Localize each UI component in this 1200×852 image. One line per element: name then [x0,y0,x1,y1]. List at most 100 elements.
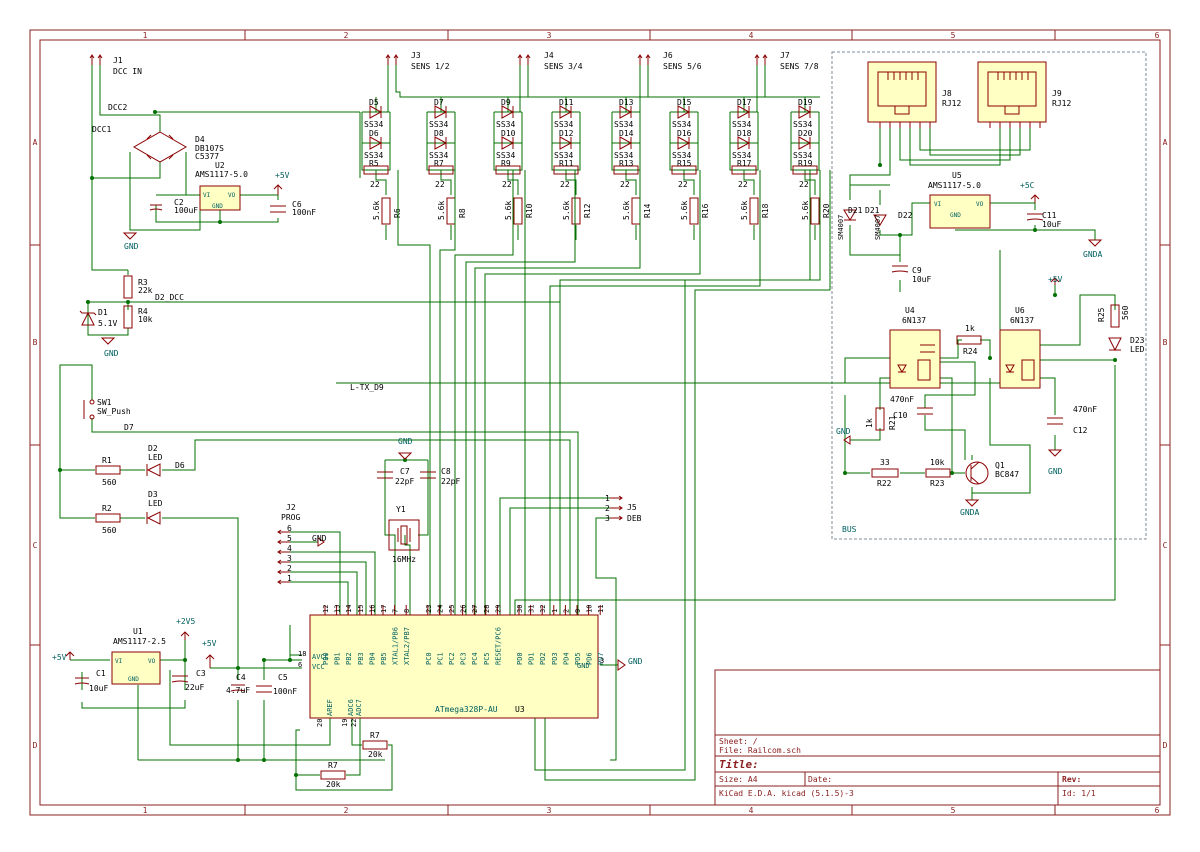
capacitor-c11: C11 10uF [1026,211,1061,229]
r7b-ref: R7 [370,731,380,740]
u1-value: AMS1117-2.5 [113,637,166,646]
mcu-top-pins: 12PB013PB114PB215PB316PB417PB57XTAL1/PB6… [322,605,605,665]
d2-ref: D2 [148,444,158,453]
resistor-value: 5.6k [740,201,749,220]
mcu-pin-adc7: ADC7 [355,699,363,716]
capacitor-c9: C9 10uF [891,265,931,284]
d21-ref: D21 [848,206,863,215]
col-label: 6 [1155,806,1160,815]
resistor-ref: R5 [369,159,379,168]
schottky-diode [677,105,691,119]
q1-ref: Q1 [995,461,1005,470]
r4-value: 10k [138,315,153,324]
junctions [58,110,1117,777]
c3-ref: C3 [196,669,206,678]
mcu-pin-num: 18 [298,650,306,658]
col-label: 4 [749,31,754,40]
j5-pin: 2 [605,504,610,513]
resistor-value: 5.6k [504,201,513,220]
title-title: Title: [719,758,759,771]
diode-value: SS34 [793,151,812,160]
title-block: Sheet: / File: Railcom.sch Title: Size: … [714,669,1161,806]
mcu-pin-name: PD2 [539,652,547,665]
mcu-pin-name: PB2 [345,652,353,665]
c8-value: 22pF [441,477,460,486]
u5-ref: U5 [952,171,962,180]
d1-value: 5.1V [98,319,117,328]
capacitor-c7: C7 22pF [377,467,414,486]
u5-pin-vo: VO [976,201,984,208]
r21-value: 1k [865,418,874,428]
led-d2: D2 LED [146,444,163,477]
mcu-pin-adc6: ADC6 [347,699,355,716]
r4-ref: R4 [138,307,148,316]
title-size: Size: A4 [719,775,758,784]
c5-ref: C5 [278,673,288,682]
resistor-ref: R12 [583,203,592,218]
mcu-pin-name: PD6 [586,652,594,665]
u2-ref: U2 [215,161,225,170]
q1-value: BC847 [995,470,1019,479]
mcu-pin-aref: AREF [326,699,334,716]
col-label: 1 [143,806,148,815]
d4-ref: D4 [195,135,205,144]
diode-value: SS34 [793,120,812,129]
rj12-j9: J9 RJ12 [977,61,1071,128]
gnd-label: GND [312,534,327,543]
diode-ref: D8 [434,129,444,138]
resistor-value: 22 [799,180,809,189]
c10-value: 470nF [890,395,914,404]
gnda-label: GNDA [1083,250,1102,259]
rj12-j8: J8 RJ12 [867,61,961,128]
mcu-pin-name: PC0 [425,652,433,665]
col-label: 1 [143,31,148,40]
resistor-small [495,165,521,175]
mcu-pin-name: XTAL1/PB6 [392,627,400,665]
u1-ref: U1 [133,627,143,636]
resistor-small [613,165,639,175]
mcu-pin-number: 2 [562,609,570,613]
title-tool: KiCad E.D.A. kicad (5.1.5)-3 [719,789,854,798]
gnd-label: GND [628,657,643,666]
c7-value: 22pF [395,477,414,486]
r1-ref: R1 [102,456,112,465]
resistor-ref: R11 [559,159,574,168]
u5-pin-gnd: GND [950,212,961,219]
row-label: A [33,138,38,147]
d23-value: LED [1130,345,1145,354]
gnd-label: GND [836,427,851,436]
mcu-pin-num: 20 [316,719,324,727]
p5v-label: +5V [52,653,67,662]
r21-ref: R21 [888,415,897,430]
resistor-r1: R1 560 [95,456,121,487]
bus-label: BUS [842,525,857,534]
mcu-pin-number: 14 [345,605,353,613]
u2-pin-vi: VI [203,192,211,199]
d21-ref-b: D21 [865,206,880,215]
diode-value: SS34 [496,151,515,160]
gnd-label: GND [124,242,139,251]
schottky-diode [559,136,573,150]
mcu-pin-number: 25 [448,605,456,613]
diode-ref: D19 [798,98,813,107]
c9-value: 10uF [912,275,931,284]
resistor-ref: R9 [501,159,511,168]
mcu-pin-name: PB5 [380,652,388,665]
diode-value: SS34 [364,120,383,129]
mcu-pin-num: 19 [341,719,349,727]
frame-labels: 1 2 3 4 5 6 1 2 3 4 5 6 A B C D A B C D [33,31,1168,815]
diode-value: SS34 [732,120,751,129]
mcu-pin-name: PB1 [334,652,342,665]
c4-value: 4.7uF [226,686,250,695]
resistor-sense [810,197,820,225]
resistor-value: 22 [620,180,630,189]
row-label: A [1163,138,1168,147]
diode-ref: D11 [559,98,574,107]
power-symbols [65,184,1103,671]
mcu-pin-vcc: VCC [312,663,325,671]
net-d7: D7 [124,423,134,432]
mcu-pin-number: 8 [403,609,411,613]
gnd-label: GND [104,349,119,358]
